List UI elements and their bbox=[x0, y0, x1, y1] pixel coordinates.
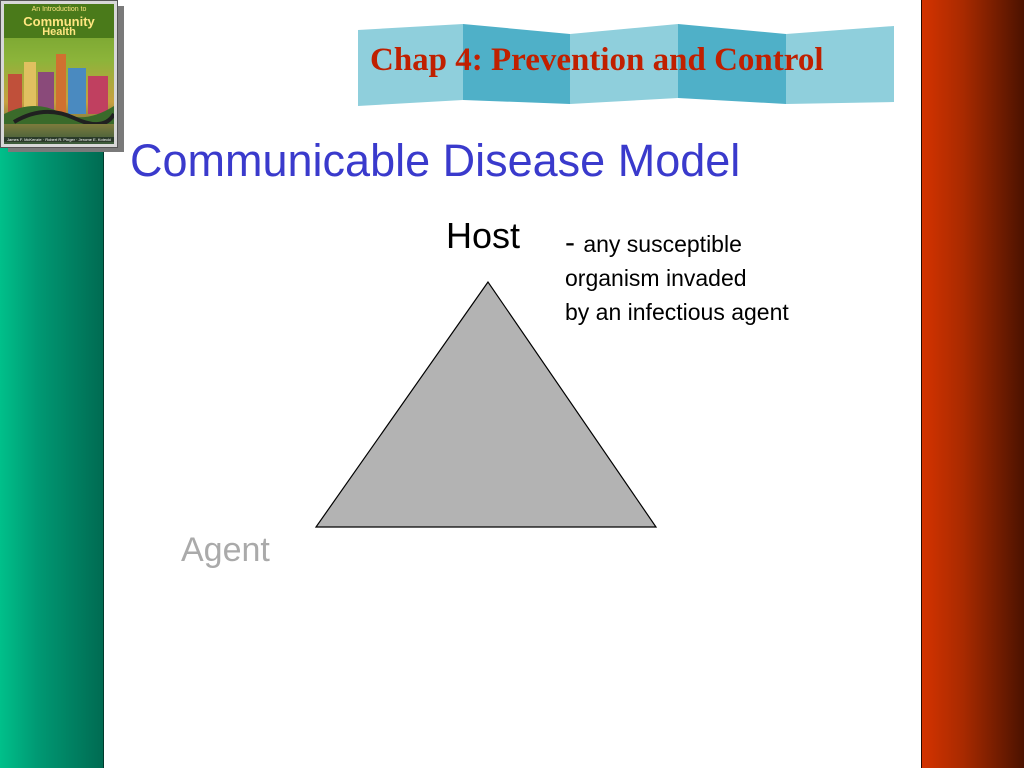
host-label: Host bbox=[446, 215, 521, 256]
book-cover-image: An Introduction to Community Health Jame… bbox=[0, 0, 118, 148]
host-desc-dash: - bbox=[565, 226, 584, 259]
city-illustration bbox=[4, 54, 114, 124]
book-title-line1: Community bbox=[23, 14, 95, 29]
host-desc-line2: organism invaded bbox=[565, 265, 747, 291]
chapter-banner bbox=[358, 24, 894, 106]
book-authors: James F. McKenzie · Robert R. Pinger · J… bbox=[4, 137, 114, 142]
slide-title: Communicable Disease Model bbox=[130, 135, 741, 186]
chapter-title: Chap 4: Prevention and Control bbox=[370, 42, 824, 78]
left-decor-bar bbox=[0, 130, 104, 768]
agent-label: Agent bbox=[181, 531, 270, 569]
book-title-line2: Health bbox=[42, 26, 76, 38]
host-desc-line1: any susceptible bbox=[583, 231, 742, 257]
epidemiologic-triangle bbox=[314, 280, 658, 528]
host-desc-line3: by an infectious agent bbox=[565, 299, 789, 325]
host-description: - any susceptible organism invaded by an… bbox=[565, 226, 865, 329]
book-subtitle: An Introduction to bbox=[31, 6, 87, 13]
right-decor-bar bbox=[921, 0, 1024, 768]
